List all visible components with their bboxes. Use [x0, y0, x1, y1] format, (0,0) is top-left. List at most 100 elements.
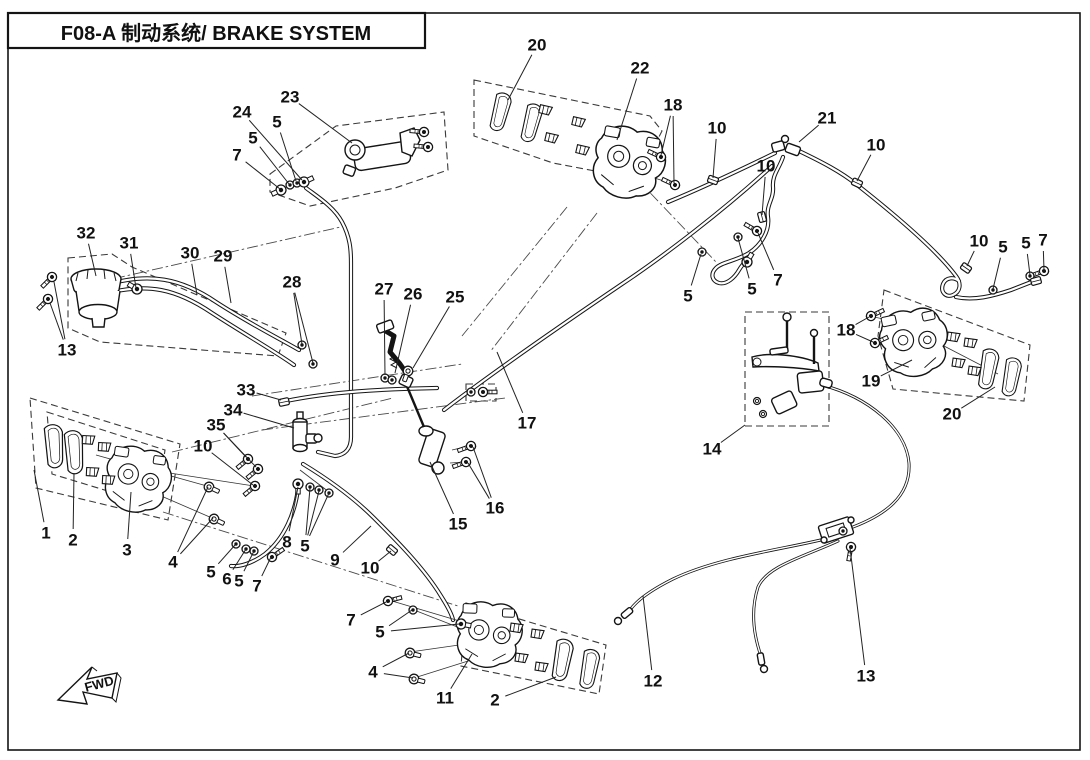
clip-icon: [945, 330, 961, 344]
callout-14: 14: [703, 424, 746, 459]
junction-tee-valve: [292, 411, 323, 453]
outline-right-caliper-kit: [877, 289, 1031, 402]
callout-22: 22: [616, 59, 649, 141]
part-number: 5: [683, 287, 692, 306]
leader-line: [507, 54, 533, 101]
brake-pad: [977, 347, 1001, 391]
callout-34: 34: [224, 401, 295, 429]
clip-icon: [100, 473, 116, 487]
part-number: 33: [237, 381, 256, 400]
part-number: 7: [232, 146, 241, 165]
part-number: 21: [818, 109, 837, 128]
brake-pad: [1001, 356, 1023, 398]
callout-5: 5: [300, 487, 330, 556]
callout-5: 5: [206, 544, 236, 582]
cable-end-fitting: [620, 606, 634, 620]
leader-line: [191, 263, 198, 296]
callout-26: 26: [394, 285, 422, 374]
junction-hose: [711, 155, 785, 285]
supply-hose: [284, 386, 439, 403]
ring-icon: [758, 409, 768, 419]
callout-5: 5: [375, 609, 460, 642]
part-number: 10: [867, 136, 886, 155]
part-number: 29: [214, 247, 233, 266]
leader-line: [412, 306, 450, 369]
leader-line: [472, 446, 492, 498]
clip-icon: [533, 660, 549, 674]
callout-10: 10: [966, 232, 988, 267]
clip-icon: [962, 336, 978, 350]
leader-line: [855, 334, 874, 343]
right-brake-pipe: [797, 149, 961, 297]
leader-line: [248, 119, 303, 181]
part-number: 2: [68, 531, 77, 550]
right-caliper: [874, 301, 956, 384]
brake-pad: [578, 648, 602, 691]
leader-line: [305, 487, 311, 536]
leader-line: [757, 232, 775, 271]
part-number: 13: [58, 341, 77, 360]
part-number: 5: [248, 129, 257, 148]
leader-line: [1026, 253, 1031, 276]
leader-line: [388, 609, 413, 627]
projection-line: [162, 511, 459, 607]
part-number: 4: [168, 553, 178, 572]
front-master-cylinder-line: [304, 186, 353, 458]
rear-brake-pipe: [442, 164, 774, 412]
bolt-icon: [455, 439, 478, 456]
callout-11: 11: [436, 653, 473, 708]
front-right-caliper-pipe: [666, 151, 777, 204]
part-number: 5: [1021, 234, 1030, 253]
bolt-icon: [381, 592, 404, 608]
callout-31: 31: [120, 234, 138, 289]
part-number: 18: [664, 96, 683, 115]
left-parking-cable: [628, 535, 835, 612]
callout-7: 7: [252, 556, 272, 596]
part-number: 17: [518, 414, 537, 433]
callout-30: 30: [181, 244, 199, 296]
clamp-icon: [277, 396, 291, 408]
brake-line-junction: [770, 134, 802, 157]
leader-line: [232, 548, 247, 570]
outline-front-right-caliper-kit: [473, 79, 663, 180]
clip-icon: [80, 433, 96, 447]
lever-cable: [821, 384, 910, 528]
part-number: 23: [281, 88, 300, 107]
callout-20: 20: [943, 386, 996, 424]
callout-5: 5: [683, 253, 702, 306]
leader-line: [177, 486, 209, 553]
part-number: 28: [283, 273, 302, 292]
leader-line: [127, 491, 132, 540]
callout-4: 4: [368, 652, 414, 682]
leader-line: [992, 257, 1001, 290]
right-brake-pipe: [796, 148, 962, 298]
part-number: 27: [375, 280, 394, 299]
callout-10: 10: [757, 157, 776, 216]
leader-line: [616, 78, 638, 141]
part-number: 10: [757, 157, 776, 176]
part-number: 32: [77, 224, 96, 243]
clip-icon: [570, 114, 586, 129]
rear-caliper: [455, 600, 524, 670]
leader-line: [761, 176, 766, 216]
leader-line: [217, 544, 236, 565]
leader-line: [307, 490, 320, 536]
leader-line: [309, 492, 330, 537]
part-number: 25: [446, 288, 465, 307]
leader-line: [288, 486, 299, 532]
brake-pad: [43, 423, 67, 470]
callout-12: 12: [642, 595, 662, 691]
leader-line: [243, 412, 295, 429]
callout-15: 15: [429, 461, 467, 534]
washer-icon: [466, 387, 476, 397]
callout-10: 10: [708, 119, 726, 179]
outline-reservoir-kit: [67, 253, 287, 357]
part-number: 4: [368, 663, 378, 682]
leader-line: [720, 424, 746, 443]
callout-18: 18: [837, 316, 874, 343]
leader-line: [224, 266, 232, 304]
rear-caliper-hose: [300, 461, 456, 623]
leader-line: [383, 299, 386, 376]
leader-line: [429, 461, 454, 515]
